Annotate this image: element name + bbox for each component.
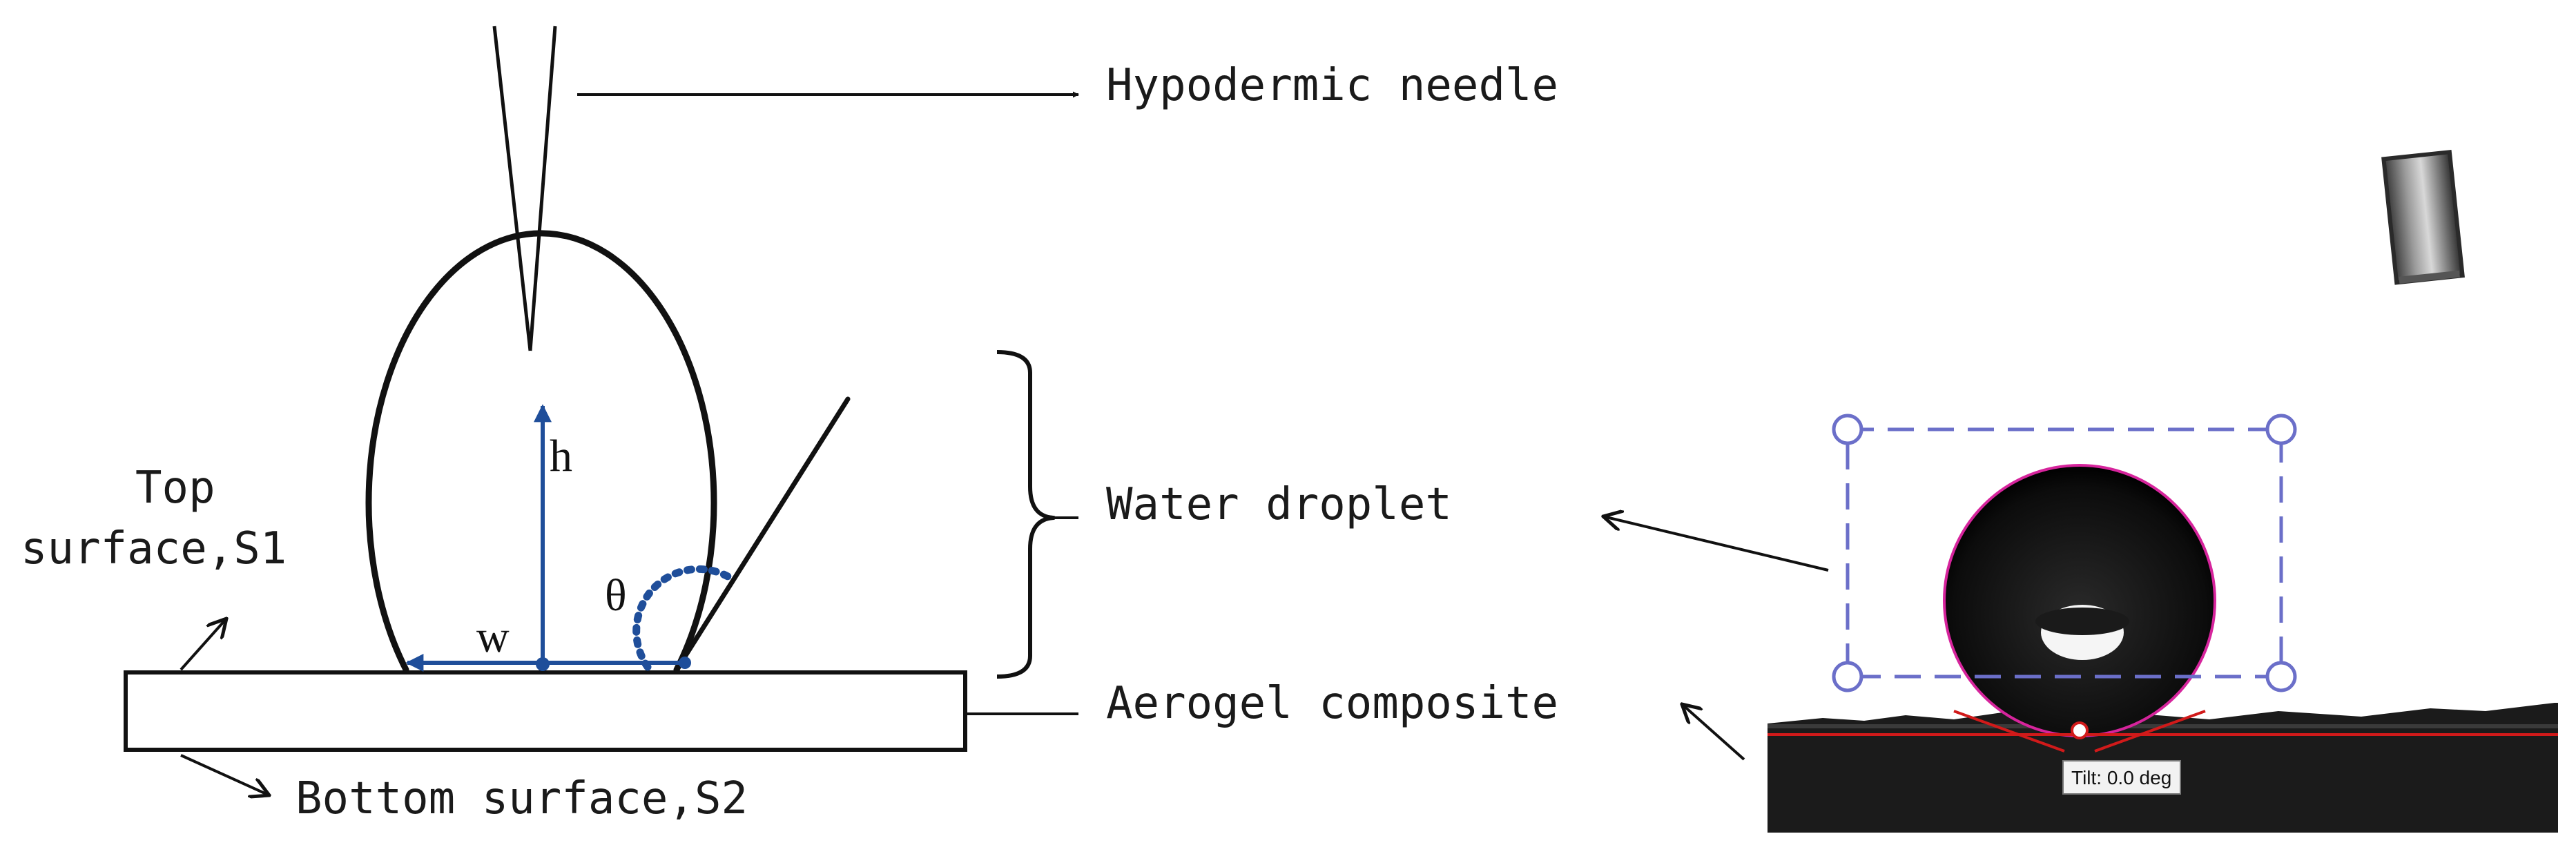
top-surface-arrow <box>180 619 226 671</box>
photo-droplet <box>1944 465 2215 736</box>
needle-label: Hypodermic needle <box>1106 60 1558 111</box>
height-symbol: h <box>550 431 572 481</box>
composite-photo-pointer <box>1682 704 1745 761</box>
bbox-handle-br <box>2265 661 2297 692</box>
angle-symbol: θ <box>605 570 627 621</box>
width-arrow-end-dot <box>679 657 691 669</box>
needle-schematic <box>492 26 557 351</box>
bottom-surface-label: Bottom surface,S2 <box>296 773 748 824</box>
contact-angle-arc <box>632 565 733 671</box>
width-symbol: w <box>476 612 510 662</box>
bbox-handle-tr <box>2265 414 2297 445</box>
top-surface-label-line1: Top <box>135 463 215 514</box>
center-dot <box>536 657 550 671</box>
composite-label: Aerogel composite <box>1106 678 1558 729</box>
photo-needle <box>2381 149 2465 285</box>
bottom-surface-arrow <box>180 754 269 795</box>
bbox-handle-bl <box>1832 661 1863 692</box>
photo-contact-point <box>2071 721 2089 739</box>
tilt-readout: Tilt: 0.0 deg <box>2071 767 2171 788</box>
aerogel-slab <box>124 670 967 752</box>
photo-bounding-box <box>1846 427 2283 679</box>
photo-tangent-left <box>1953 710 2065 753</box>
tilt-readout-box <box>2062 760 2181 795</box>
photo-tangent-right <box>2094 710 2206 753</box>
tangent-line <box>674 396 851 672</box>
droplet-outline <box>365 230 717 673</box>
droplet-brace <box>996 350 1056 679</box>
droplet-label: Water droplet <box>1106 479 1452 530</box>
bbox-handle-tl <box>1832 414 1863 445</box>
droplet-photo-pointer <box>1603 516 1829 572</box>
contact-angle-photo: Tilt: 0.0 deg <box>1768 149 2558 833</box>
top-surface-label-line2: surface,S1 <box>21 523 287 574</box>
